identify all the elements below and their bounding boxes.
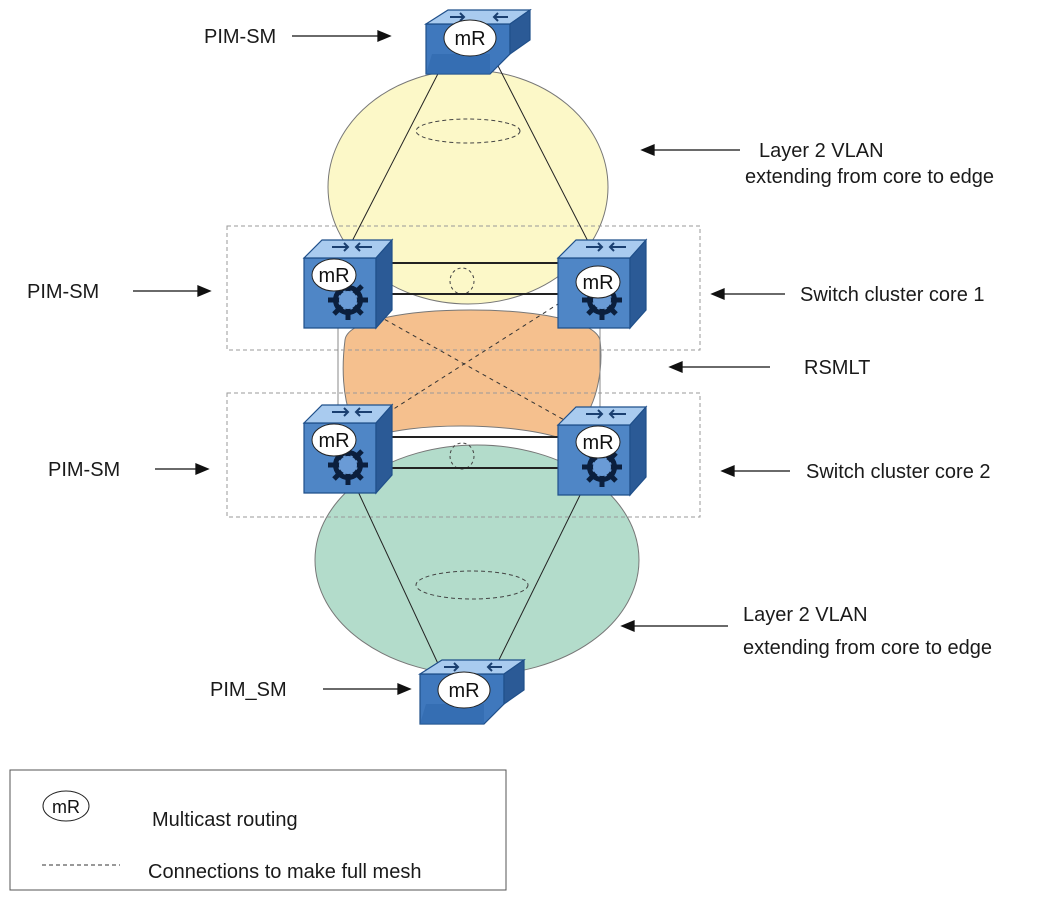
label-cluster-core2: Switch cluster core 2 bbox=[806, 461, 991, 483]
label-vlan-top-line2: extending from core to edge bbox=[745, 166, 994, 188]
switch-cluster-core1-box bbox=[226, 225, 701, 351]
mr-badge-core2-left: mR bbox=[318, 430, 349, 452]
label-vlan-bottom-line2: extending from core to edge bbox=[743, 637, 992, 659]
legend-mr-icon bbox=[42, 790, 90, 822]
legend-mr-symbol: mR bbox=[52, 797, 80, 817]
label-pim-top: PIM-SM bbox=[204, 26, 276, 48]
core2-right-switch: mR bbox=[558, 407, 646, 495]
core1-left-switch: mR bbox=[304, 240, 392, 328]
top-edge-router: mR bbox=[425, 9, 531, 75]
vlan-top-inner-dashed-ellipse bbox=[415, 118, 521, 144]
core1-right-switch: mR bbox=[558, 240, 646, 328]
cluster-links bbox=[380, 262, 562, 469]
vlan-bottom-inner-dashed-ellipse bbox=[415, 570, 529, 600]
solid-links bbox=[344, 59, 596, 669]
switch-cluster-core2-box bbox=[226, 392, 701, 518]
label-vlan-bottom-line1: Layer 2 VLAN bbox=[743, 604, 868, 626]
bottom-edge-router: mR bbox=[419, 659, 525, 725]
mr-badge-top-text: mR bbox=[454, 28, 485, 50]
mr-badge-core2-right: mR bbox=[582, 432, 613, 454]
legend-mesh-text: Connections to make full mesh bbox=[148, 861, 421, 883]
label-pim-core1: PIM-SM bbox=[27, 281, 99, 303]
label-cluster-core1: Switch cluster core 1 bbox=[800, 284, 985, 306]
mr-badge-core1-right: mR bbox=[582, 272, 613, 294]
mr-badge-top bbox=[443, 19, 497, 57]
mr-badge-bottom-text: mR bbox=[448, 680, 479, 702]
core2-left-switch: mR bbox=[304, 405, 392, 493]
label-pim-bottom: PIM_SM bbox=[210, 679, 287, 701]
legend: mR Multicast routing Connections to make… bbox=[9, 769, 507, 891]
mr-badge-core1-left: mR bbox=[318, 265, 349, 287]
label-rsmlt: RSMLT bbox=[804, 357, 870, 379]
label-vlan-top-line1: Layer 2 VLAN bbox=[759, 140, 884, 162]
arrows bbox=[133, 30, 790, 695]
legend-mr-text: Multicast routing bbox=[152, 809, 298, 831]
label-pim-core2: PIM-SM bbox=[48, 459, 120, 481]
